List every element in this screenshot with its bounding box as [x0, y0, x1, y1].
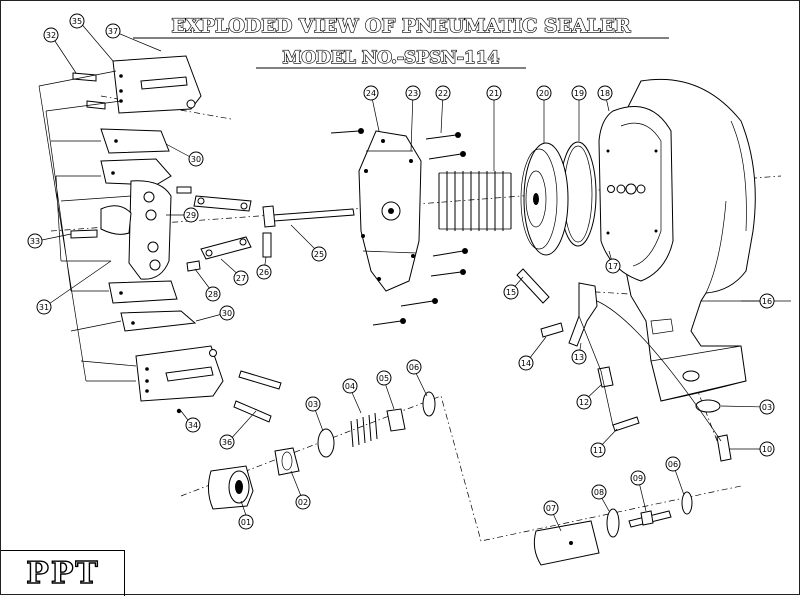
bolt-part-33: [70, 229, 98, 239]
callout-17: 17: [608, 262, 618, 271]
brand-logo-text: PPT: [26, 555, 100, 591]
callout-26: 26: [259, 268, 269, 277]
callout-07: 07: [546, 504, 556, 513]
shaft-part-25: [262, 205, 355, 228]
callout-22: 22: [438, 89, 448, 98]
callout-06b: 06: [668, 460, 678, 469]
pins-part-32: [72, 72, 106, 110]
link-part-27: [200, 236, 252, 260]
cylinder-cover-part-24: [358, 130, 422, 292]
callout-12: 12: [579, 398, 589, 407]
callout-06: 06: [409, 363, 419, 372]
callout-13: 13: [574, 353, 584, 362]
jaw-plate-part-30-lower: [108, 280, 197, 332]
rods-part-36: [233, 370, 282, 423]
pin-part-11: [612, 416, 640, 432]
plug-part-05: [386, 408, 406, 432]
callout-28: 28: [208, 290, 218, 299]
pin-part-28: [186, 260, 201, 272]
screw-part-10: [716, 434, 732, 462]
trigger-part-13: [568, 282, 598, 347]
callout-33: 33: [30, 237, 40, 246]
callout-37: 37: [108, 27, 118, 36]
washer-part-06b: [681, 491, 693, 515]
valve-body-part-07: [533, 520, 600, 566]
callout-21: 21: [489, 89, 499, 98]
pin-part-14: [540, 322, 564, 338]
callout-20: 20: [539, 89, 549, 98]
callout-34: 34: [188, 421, 198, 430]
valve-cap-part-02: [274, 447, 300, 476]
callout-11: 11: [593, 446, 603, 455]
callout-15: 15: [506, 288, 516, 297]
callout-09: 09: [633, 474, 643, 483]
callout-16: 16: [762, 297, 772, 306]
screws-part-22: [400, 132, 468, 307]
o-ring-part-03: [317, 428, 335, 458]
jaw-plate-part-30-upper: [100, 128, 172, 186]
valve-housing-part-01: [207, 465, 254, 510]
piston-part-20: [520, 142, 569, 256]
screws-part-23: [330, 128, 406, 326]
callout-31: 31: [39, 303, 49, 312]
pin-part-26: [262, 232, 272, 258]
callout-29: 29: [186, 211, 196, 220]
spring-part-04: [350, 412, 378, 448]
model-number: MODEL NO.-SPSN-114: [283, 48, 500, 68]
washer-part-06: [422, 391, 436, 417]
callout-02: 02: [298, 498, 308, 507]
callout-27: 27: [236, 274, 246, 283]
callout-10: 10: [762, 445, 772, 454]
callout-24: 24: [366, 89, 376, 98]
callout-30b: 30: [222, 309, 232, 318]
link-upper: [193, 195, 252, 212]
lever-part-29: [100, 180, 172, 280]
plate-part-34-bottom: [135, 345, 224, 414]
callout-32: 32: [46, 31, 56, 40]
callout-04: 04: [345, 382, 355, 391]
callout-14: 14: [521, 359, 531, 368]
diagram-title: EXPLODED VIEW OF PNEUMATIC SEALER: [172, 15, 631, 37]
callout-03b: 03: [762, 403, 772, 412]
valve-stem-part-09: [628, 510, 672, 528]
callout-03: 03: [308, 400, 318, 409]
callout-30: 30: [191, 155, 201, 164]
brand-logo-box: PPT: [1, 550, 125, 596]
spring-part-21: [438, 171, 512, 231]
callout-01: 01: [241, 518, 251, 527]
left-frame-leaders: [38, 70, 137, 382]
pin-part-15: [516, 268, 550, 304]
callout-35: 35: [72, 17, 82, 26]
pin-upper: [176, 186, 192, 194]
callout-23: 23: [408, 89, 418, 98]
plate-part-35: [112, 55, 202, 114]
callouts: 01 02 03 04 05 06 07 08 09 06 10 11 12 1…: [27, 13, 775, 532]
callout-36: 36: [222, 438, 232, 447]
cover-plate-part-18: [598, 106, 674, 282]
o-ring-part-03b: [695, 399, 721, 413]
spring-part-12: [597, 366, 614, 388]
callout-18: 18: [600, 89, 610, 98]
o-ring-part-08: [606, 508, 620, 538]
callout-19: 19: [574, 89, 584, 98]
callout-08: 08: [594, 488, 604, 497]
callout-25: 25: [314, 250, 324, 259]
callout-05: 05: [379, 374, 389, 383]
